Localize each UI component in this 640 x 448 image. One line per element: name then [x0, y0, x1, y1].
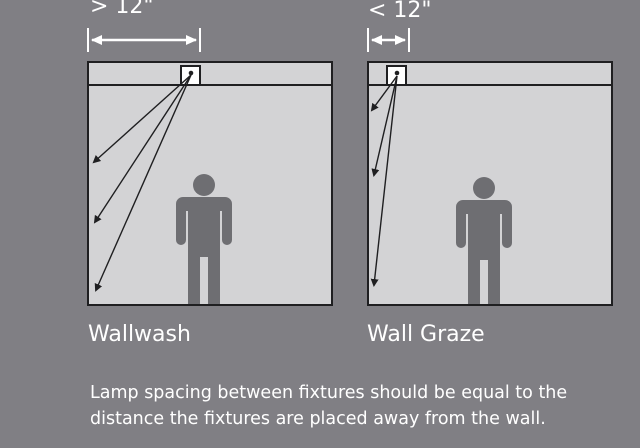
wall-graze-panel [367, 28, 613, 306]
light-rays-left [92, 74, 192, 292]
caption-wall-graze: Wall Graze [367, 322, 485, 347]
light-rays-right [370, 75, 398, 287]
dimension-arrow-left [87, 28, 201, 52]
caption-wallwash: Wallwash [88, 322, 191, 347]
dimension-label-wallwash: > 12" [90, 0, 154, 19]
dimension-label-wall-graze: < 12" [368, 0, 432, 23]
wallwash-panel [87, 28, 333, 306]
ceiling-left [87, 61, 333, 86]
person-icon-right [456, 177, 512, 304]
person-icon-left [176, 174, 232, 304]
spacing-note: Lamp spacing between fixtures should be … [90, 383, 568, 429]
dimension-arrow-right [367, 28, 410, 52]
